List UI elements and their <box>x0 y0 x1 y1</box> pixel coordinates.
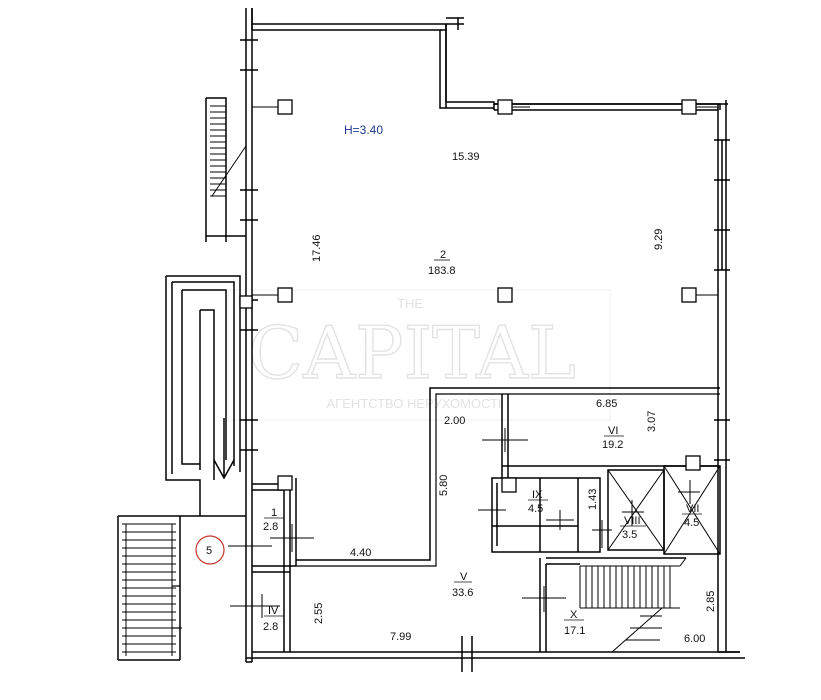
room-vi-number: VI <box>608 425 618 437</box>
dim-room6-width: 6.85 <box>596 398 617 410</box>
dim-left-height: 17.46 <box>311 234 323 262</box>
column <box>239 295 253 309</box>
dim-stair-right-width: 6.00 <box>684 633 705 645</box>
watermark-main: CAPITAL <box>248 311 576 395</box>
dim-bottom-width: 7.99 <box>390 631 411 643</box>
room-viii-area: 3.5 <box>622 529 637 541</box>
room-iv-area: 2.8 <box>263 621 278 633</box>
column <box>501 477 517 493</box>
room-iv-number: IV <box>268 605 279 617</box>
column <box>277 475 293 491</box>
dim-corridor-short: 2.00 <box>444 415 465 427</box>
columns <box>239 99 701 493</box>
lower-left-stair <box>122 523 180 656</box>
room-v-area: 33.6 <box>452 587 473 599</box>
room-2-number: 2 <box>440 249 446 261</box>
column <box>277 287 293 303</box>
room-vi-area: 19.2 <box>602 439 623 451</box>
room-viii-number: VIII <box>624 515 641 527</box>
column <box>277 99 293 115</box>
walls <box>117 8 745 672</box>
room-x-area: 17.1 <box>564 625 585 637</box>
column <box>497 287 513 303</box>
dim-stair-right-height: 2.85 <box>705 591 717 612</box>
column <box>685 455 701 471</box>
column <box>681 287 697 303</box>
watermark-top: THE <box>397 296 423 311</box>
room-1-number: 1 <box>271 507 277 519</box>
ceiling-height-label: H=3.40 <box>344 123 383 137</box>
room-2-area: 183.8 <box>428 265 456 277</box>
room-vii-area: 4.5 <box>684 517 699 529</box>
column <box>497 99 513 115</box>
column-ticks <box>252 106 718 296</box>
room-x-stair <box>579 557 687 653</box>
room-ix-number: IX <box>532 489 543 501</box>
watermark-sub: АГЕНТСТВО НЕРУХОМОСТІ <box>326 396 501 411</box>
room-vii-number: VII <box>686 503 699 515</box>
entrance-marker-label: 5 <box>206 545 212 557</box>
dim-bottom-left-height: 2.55 <box>313 603 325 624</box>
dim-room6-height: 3.07 <box>646 411 658 432</box>
dim-right-height: 9.29 <box>653 229 665 250</box>
labels: H=3.40 15.39 17.46 9.29 2 183.8 6.85 3.0… <box>263 123 717 645</box>
dim-top-width: 15.39 <box>452 151 480 163</box>
dim-corridor-height: 5.80 <box>438 475 450 496</box>
room-ix-area: 4.5 <box>528 503 543 515</box>
crosshairs <box>170 428 700 629</box>
dim-lower-width: 4.40 <box>350 547 371 559</box>
upper-stair <box>210 105 247 197</box>
room-v-number: V <box>460 571 468 583</box>
watermark: THE CAPITAL АГЕНТСТВО НЕРУХОМОСТІ <box>227 289 611 421</box>
room-x-number: X <box>570 609 578 621</box>
room-1-area: 2.8 <box>263 521 278 533</box>
entrance-arrow-icon <box>213 418 235 480</box>
entrance-marker: 5 <box>195 535 225 565</box>
dim-wc-height: 1.43 <box>587 489 599 510</box>
column <box>681 99 697 115</box>
